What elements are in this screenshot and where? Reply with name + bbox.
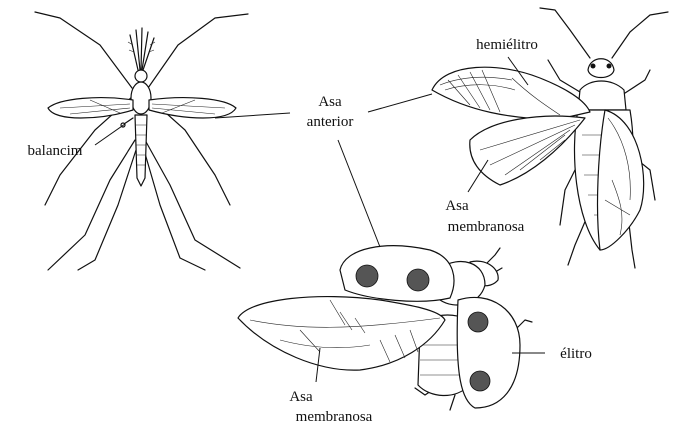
label-asa-membranosa-bug-1: Asa [445,198,469,214]
label-hemielitro: hemiélitro [476,37,538,53]
mosquito-icon [35,12,248,270]
beetle-icon [238,246,532,410]
label-elitro: élitro [560,346,592,362]
label-asa-membranosa-beetle-1: Asa [289,389,313,405]
label-asa-anterior-2: anterior [307,114,354,130]
label-balancim: balancim [28,143,83,159]
label-asa-anterior-1: Asa [318,94,342,110]
label-asa-membranosa-beetle-2: membranosa [296,409,373,425]
label-asa-membranosa-bug-2: membranosa [448,219,525,235]
